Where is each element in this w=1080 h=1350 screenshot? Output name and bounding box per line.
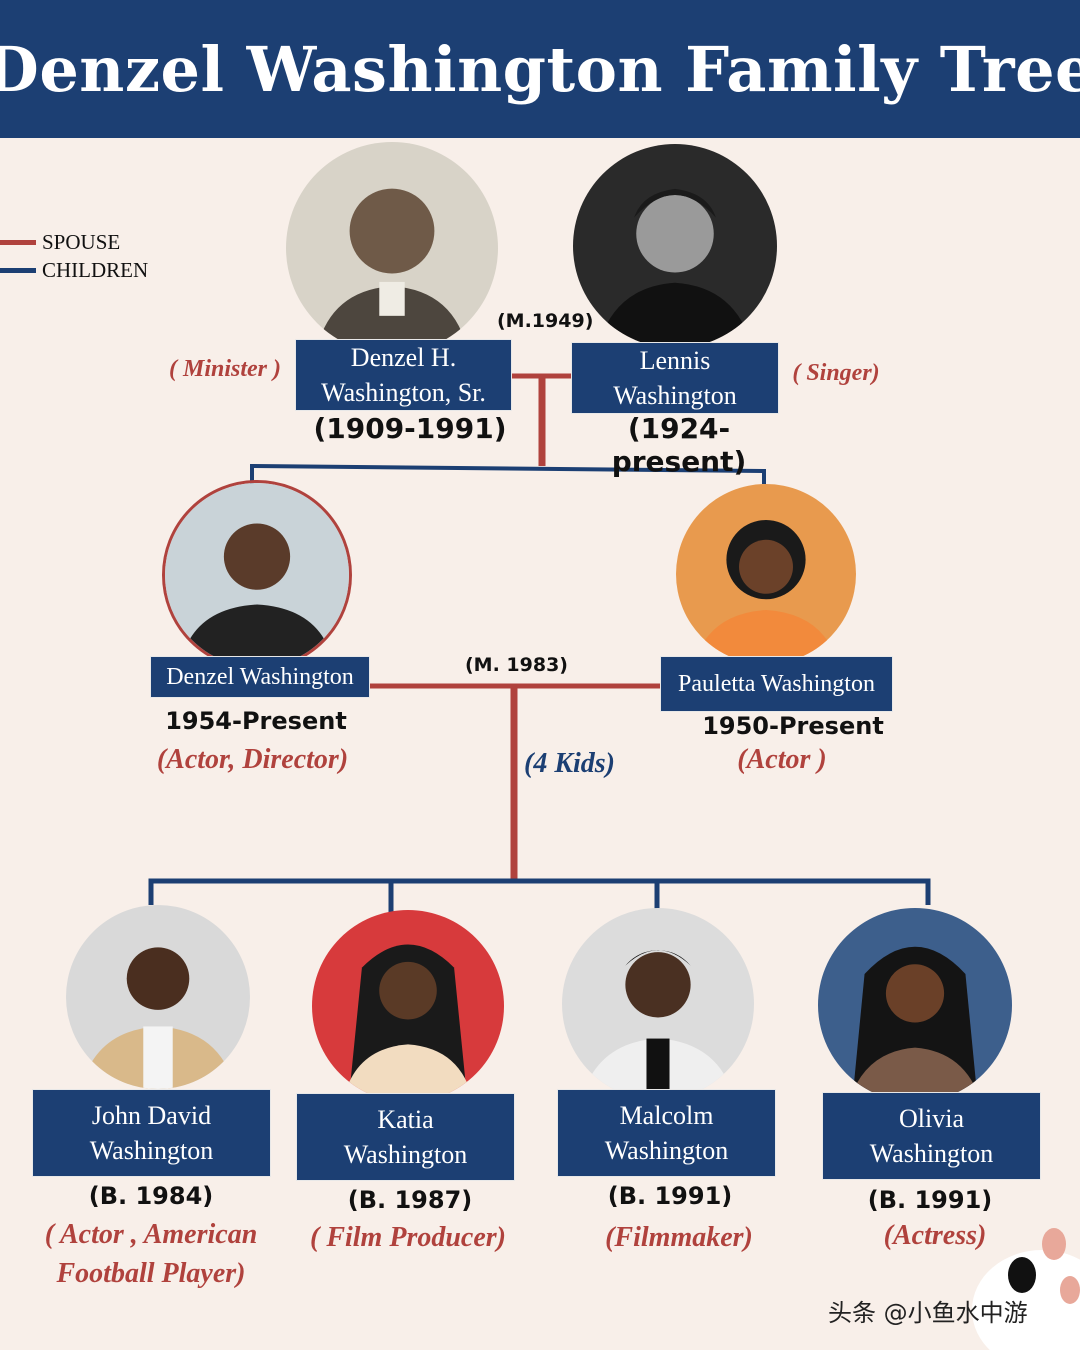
couple-marriage-label: (M. 1983): [465, 654, 568, 676]
legend-spouse-label: SPOUSE: [42, 229, 121, 254]
child-name-line1: Olivia: [899, 1103, 964, 1133]
father-photo: [286, 142, 498, 354]
child-name-line2: Washington: [869, 1139, 994, 1168]
child-name-box-malcolm: Malcolm Washington: [557, 1089, 776, 1177]
mother-name-line1: Lennis: [639, 345, 711, 375]
father-role: ( Minister ): [168, 356, 281, 382]
gen2-children-bar: [250, 463, 766, 488]
kids-count-label: (4 Kids): [524, 748, 615, 779]
page-title: Denzel Washington Family Tree: [0, 32, 1080, 106]
child-born-malcolm: (B. 1991): [607, 1182, 733, 1210]
father-name-box: Denzel H. Washington, Sr.: [295, 339, 512, 411]
header-banner: Denzel Washington Family Tree: [0, 0, 1080, 138]
mother-photo: [573, 144, 777, 348]
gen3-children-bar: [148, 878, 931, 905]
father-name-line1: Denzel H.: [350, 342, 457, 372]
child-role-line2: Football Player): [56, 1258, 246, 1290]
father-name-line2: Washington, Sr.: [321, 378, 486, 407]
denzel-name: Denzel Washington: [166, 663, 354, 690]
pauletta-photo: [676, 484, 856, 664]
pauletta-years: 1950-Present: [702, 712, 884, 740]
mother-role: ( Singer): [792, 360, 880, 386]
child-name-box-katia: Katia Washington: [296, 1093, 515, 1181]
child-name-line1: Katia: [377, 1104, 434, 1134]
pauletta-name-box: Pauletta Washington: [660, 656, 893, 712]
child-name-line1: Malcolm: [619, 1100, 714, 1130]
pauletta-name: Pauletta Washington: [678, 670, 875, 697]
child-born-katia: (B. 1987): [347, 1186, 473, 1214]
child-name-line2: Washington: [604, 1136, 729, 1165]
mother-name-box: Lennis Washington: [571, 342, 779, 414]
child-photo-katia: [312, 910, 504, 1102]
paw-decoration-icon: [972, 1228, 1080, 1350]
child-role-katia: ( Film Producer): [310, 1222, 506, 1253]
legend-children-label: CHILDREN: [42, 257, 149, 282]
watermark-text: 头条 @小鱼水中游: [828, 1299, 1028, 1327]
child-born-olivia: (B. 1991): [867, 1186, 993, 1214]
denzel-photo: [162, 480, 352, 670]
child-photo-olivia: [818, 908, 1012, 1102]
child-role-line1: ( Actor , American: [44, 1219, 258, 1250]
children-line-swatch: [0, 267, 36, 273]
legend-item-spouse: SPOUSE: [0, 228, 148, 256]
child-photo-malcolm: [562, 908, 754, 1100]
pauletta-role: (Actor ): [737, 744, 827, 775]
child-role-olivia: (Actress): [883, 1220, 987, 1251]
denzel-role: (Actor, Director): [156, 744, 349, 775]
parents-marriage-label: (M.1949): [497, 310, 594, 332]
child-name-line1: John David: [91, 1100, 212, 1130]
child-born-john-david: (B. 1984): [88, 1182, 214, 1210]
child-name-line2: Washington: [89, 1136, 214, 1165]
mother-name-line2: Washington: [613, 381, 737, 410]
child-photo-john-david: [66, 905, 250, 1089]
child-role-john-david: ( Actor , American Football Player): [18, 1215, 284, 1293]
spouse-line-swatch: [0, 239, 36, 245]
child-name-box-john-david: John David Washington: [32, 1089, 271, 1177]
child-role-malcolm: (Filmmaker): [605, 1222, 753, 1253]
mother-years: (1924-present): [611, 412, 747, 478]
father-years: (1909-1991): [313, 412, 507, 445]
legend-item-children: CHILDREN: [0, 256, 148, 284]
denzel-years: 1954-Present: [165, 707, 347, 735]
child-name-box-olivia: Olivia Washington: [822, 1092, 1041, 1180]
denzel-name-box: Denzel Washington: [150, 656, 370, 698]
legend: SPOUSE CHILDREN: [0, 228, 148, 284]
child-name-line2: Washington: [343, 1140, 468, 1169]
